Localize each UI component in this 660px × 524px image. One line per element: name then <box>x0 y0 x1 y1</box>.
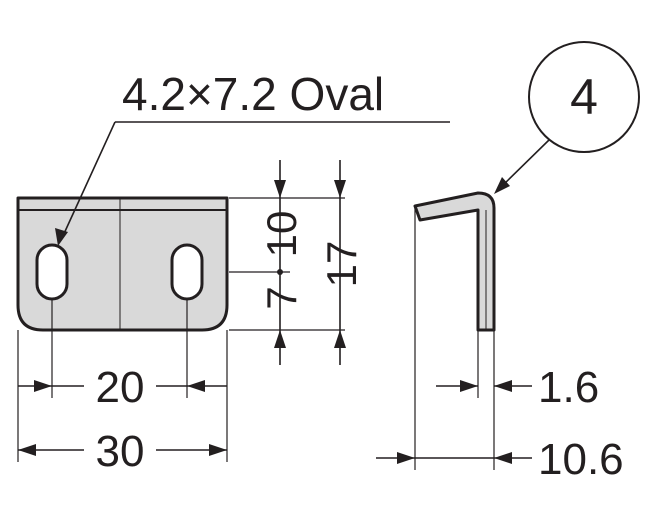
item-balloon: 4 <box>494 41 640 194</box>
arrow-inner-top <box>274 180 286 198</box>
front-view <box>16 196 229 332</box>
overall-width-label: 30 <box>96 427 145 476</box>
arrow-outer-bottom <box>334 330 346 348</box>
bracket-plate <box>16 196 229 332</box>
hole-note-label: 4.2×7.2 Oval <box>122 68 384 120</box>
arrow-depth-right <box>494 452 512 464</box>
arrow-pitch-right <box>187 380 205 392</box>
callout-arrowhead <box>55 228 68 246</box>
item-number-label: 4 <box>570 69 598 125</box>
thickness-label: 1.6 <box>538 363 599 412</box>
arrow-outer-top <box>334 180 346 198</box>
arrow-inner-bottom <box>274 330 286 348</box>
side-dimensions: 1.6 10.6 <box>376 208 624 484</box>
arrow-thickness-right <box>494 380 512 392</box>
upper-offset-label: 10 <box>258 211 305 258</box>
item-balloon-arrowhead <box>494 177 510 194</box>
overall-height-label: 17 <box>318 241 365 288</box>
center-dot <box>277 269 283 275</box>
hole-pitch-label: 20 <box>96 363 145 412</box>
oval-hole-left <box>35 243 69 301</box>
item-balloon-leader <box>499 139 550 189</box>
arrow-width-right <box>209 444 227 456</box>
arrow-depth-left <box>397 452 415 464</box>
lower-offset-label: 7 <box>258 286 305 309</box>
arrow-thickness-left <box>460 380 478 392</box>
vertical-dimensions: 10 7 17 <box>229 160 365 365</box>
bracket-side-profile <box>413 191 496 332</box>
hole-callout: 4.2×7.2 Oval <box>55 68 450 246</box>
oval-hole-right <box>170 243 204 301</box>
horizontal-dimensions: 20 30 <box>17 300 228 476</box>
arrow-width-left <box>18 444 36 456</box>
arrow-pitch-left <box>34 380 52 392</box>
item-balloon-circle <box>528 41 640 153</box>
depth-label: 10.6 <box>538 435 624 484</box>
callout-leader <box>61 121 116 239</box>
side-view <box>413 191 496 332</box>
